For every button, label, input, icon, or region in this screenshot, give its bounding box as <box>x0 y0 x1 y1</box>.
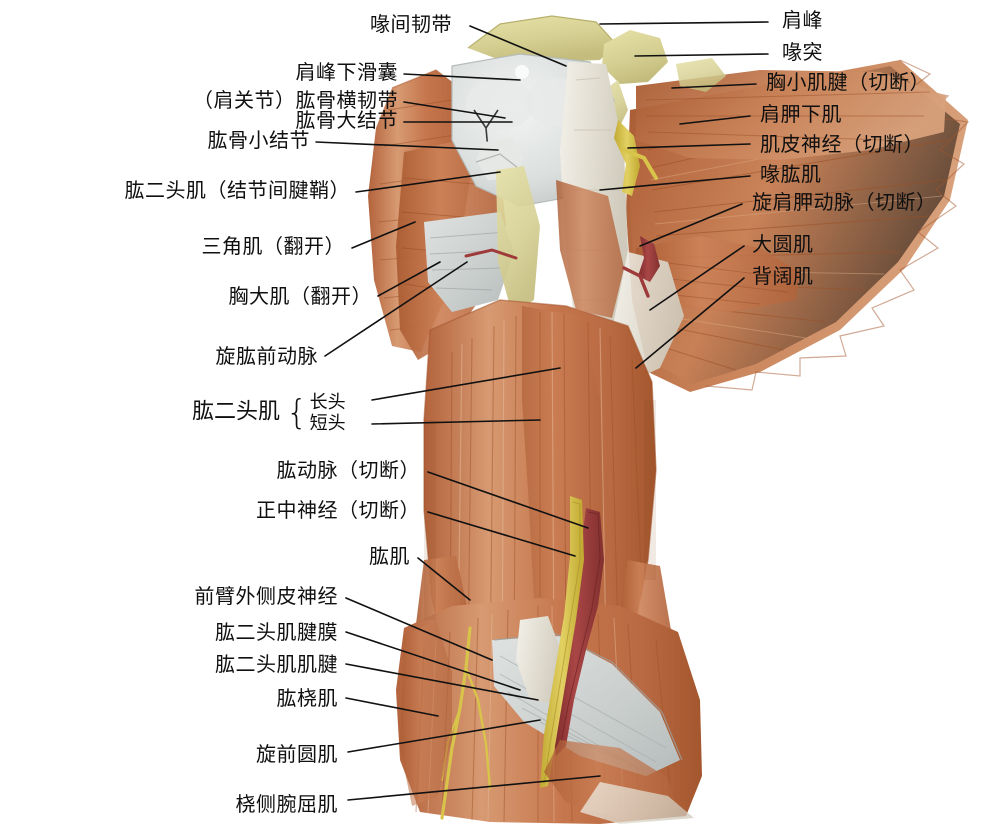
brachial-artery-cut <box>552 508 604 756</box>
anatomy-label-left-2: （肩关节）肱骨横韧带 <box>193 88 398 112</box>
anatomy-label-left-10: 正中神经（切断） <box>256 498 420 522</box>
anatomy-label-left-4: 肱骨小结节 <box>207 128 310 152</box>
anatomy-label-right-4: 肌皮神经（切断） <box>760 132 924 156</box>
anatomy-label-left-3: 肱骨大结节 <box>295 108 398 132</box>
bracket-glyph: { <box>286 392 308 433</box>
anatomy-label-right-7: 大圆肌 <box>752 232 814 256</box>
anatomy-label-left-6: 三角肌（翻开） <box>201 234 345 258</box>
bracket-main-label: 肱二头肌 <box>192 399 281 425</box>
anatomy-label-left-13: 肱二头肌腱膜 <box>215 620 338 644</box>
bracket-item-short-head: 短头 <box>309 413 346 435</box>
anatomy-label-left-11: 肱肌 <box>369 544 410 568</box>
anatomy-label-left-12: 前臂外侧皮神经 <box>194 584 338 608</box>
anatomy-label-left-1: 肩峰下滑囊 <box>295 60 398 84</box>
flexor-carpi-radialis <box>580 782 694 824</box>
bracket-item-long-head: 长头 <box>309 392 346 413</box>
anatomy-label-left-15: 肱桡肌 <box>276 686 338 710</box>
anatomy-label-right-5: 喙肱肌 <box>760 162 822 186</box>
anterior-circumflex-humeral-artery <box>464 248 518 260</box>
anatomy-label-right-0: 肩峰 <box>782 8 823 32</box>
anatomy-label-left-9: 肱动脉（切断） <box>276 458 420 482</box>
coracobrachialis <box>556 180 624 318</box>
anatomy-label-right-2: 胸小肌腱（切断） <box>766 70 930 94</box>
anatomy-label-right-6: 旋肩胛动脉（切断） <box>752 190 937 214</box>
anatomy-label-left-14: 肱二头肌肌腱 <box>215 652 338 676</box>
intertubercular-sheath <box>496 166 540 314</box>
anatomy-label-left-0: 喙间韧带 <box>370 12 452 36</box>
anatomy-label-left-7: 胸大肌（翻开） <box>228 284 372 308</box>
acromion-bone <box>467 15 617 62</box>
anatomy-label-left-16: 旋前圆肌 <box>256 742 338 766</box>
anatomy-label-right-3: 肩胛下肌 <box>760 102 842 126</box>
anatomy-label-right-1: 喙突 <box>782 40 823 64</box>
anatomy-label-left-17: 桡侧腕屈肌 <box>235 792 338 816</box>
anatomy-label-left-5: 肱二头肌（结节间腱鞘） <box>124 178 350 202</box>
biceps-heads-bracket-label: 肱二头肌{长头短头 <box>192 392 346 434</box>
anatomy-label-left-8: 旋肱前动脉 <box>215 344 318 368</box>
anatomy-label-right-8: 背阔肌 <box>752 264 814 288</box>
